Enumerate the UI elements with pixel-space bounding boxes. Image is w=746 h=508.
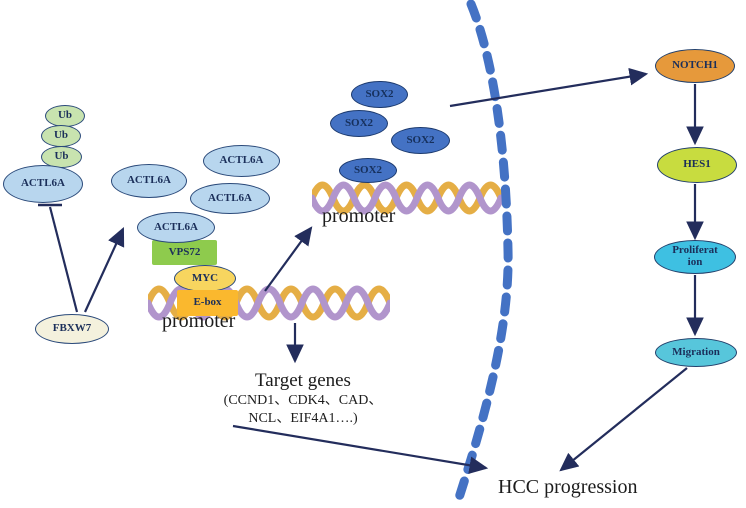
- myc-node: MYC: [174, 265, 236, 292]
- actl6a-node-1: ACTL6A: [111, 164, 187, 198]
- ub-node-1: Ub: [45, 105, 85, 127]
- promoter-label-upper: promoter: [322, 205, 396, 227]
- actl6a-node-3: ACTL6A: [190, 183, 270, 214]
- vps72-node: VPS72: [152, 240, 217, 265]
- sox2-node-1: SOX2: [351, 81, 408, 108]
- migration-to-hcc-arrow: [559, 367, 688, 472]
- sox2-to-notch1-arrow: [449, 67, 649, 108]
- fbxw7-to-actl6a-arrow: [83, 226, 125, 313]
- target-genes-to-hcc-arrow: [232, 424, 489, 474]
- actl6a-node-2: ACTL6A: [203, 145, 280, 177]
- migration-node: Migration: [655, 338, 737, 367]
- actl6a-ubiquitinated-node: ACTL6A: [3, 165, 83, 203]
- promoter-label-lower: promoter: [162, 310, 236, 332]
- fbxw7-node: FBXW7: [35, 314, 109, 344]
- ebox-to-sox2-promoter-arrow: [264, 226, 313, 292]
- sox2-node-3: SOX2: [391, 127, 450, 154]
- cell-membrane: [452, 0, 513, 508]
- ub-node-2: Ub: [41, 125, 81, 147]
- notch1-node: NOTCH1: [655, 49, 735, 83]
- fbxw7-actl6a-inhibition-line: [48, 206, 79, 313]
- sox2-node-4: SOX2: [339, 158, 397, 183]
- target-genes-block: Target genes (CCND1、CDK4、CAD、 NCL、EIF4A1…: [208, 370, 398, 427]
- actl6a-complex-node: ACTL6A: [137, 212, 215, 243]
- proliferation-node: Proliferat ion: [654, 240, 736, 274]
- hes1-node: HES1: [657, 147, 737, 183]
- target-genes-line-1: (CCND1、CDK4、CAD、: [223, 393, 383, 408]
- ebox-node: E-box: [177, 290, 238, 316]
- hcc-progression-label: HCC progression: [498, 476, 638, 498]
- sox2-node-2: SOX2: [330, 110, 388, 137]
- target-genes-line-2: NCL、EIF4A1….): [248, 410, 358, 426]
- target-genes-title: Target genes: [255, 370, 351, 391]
